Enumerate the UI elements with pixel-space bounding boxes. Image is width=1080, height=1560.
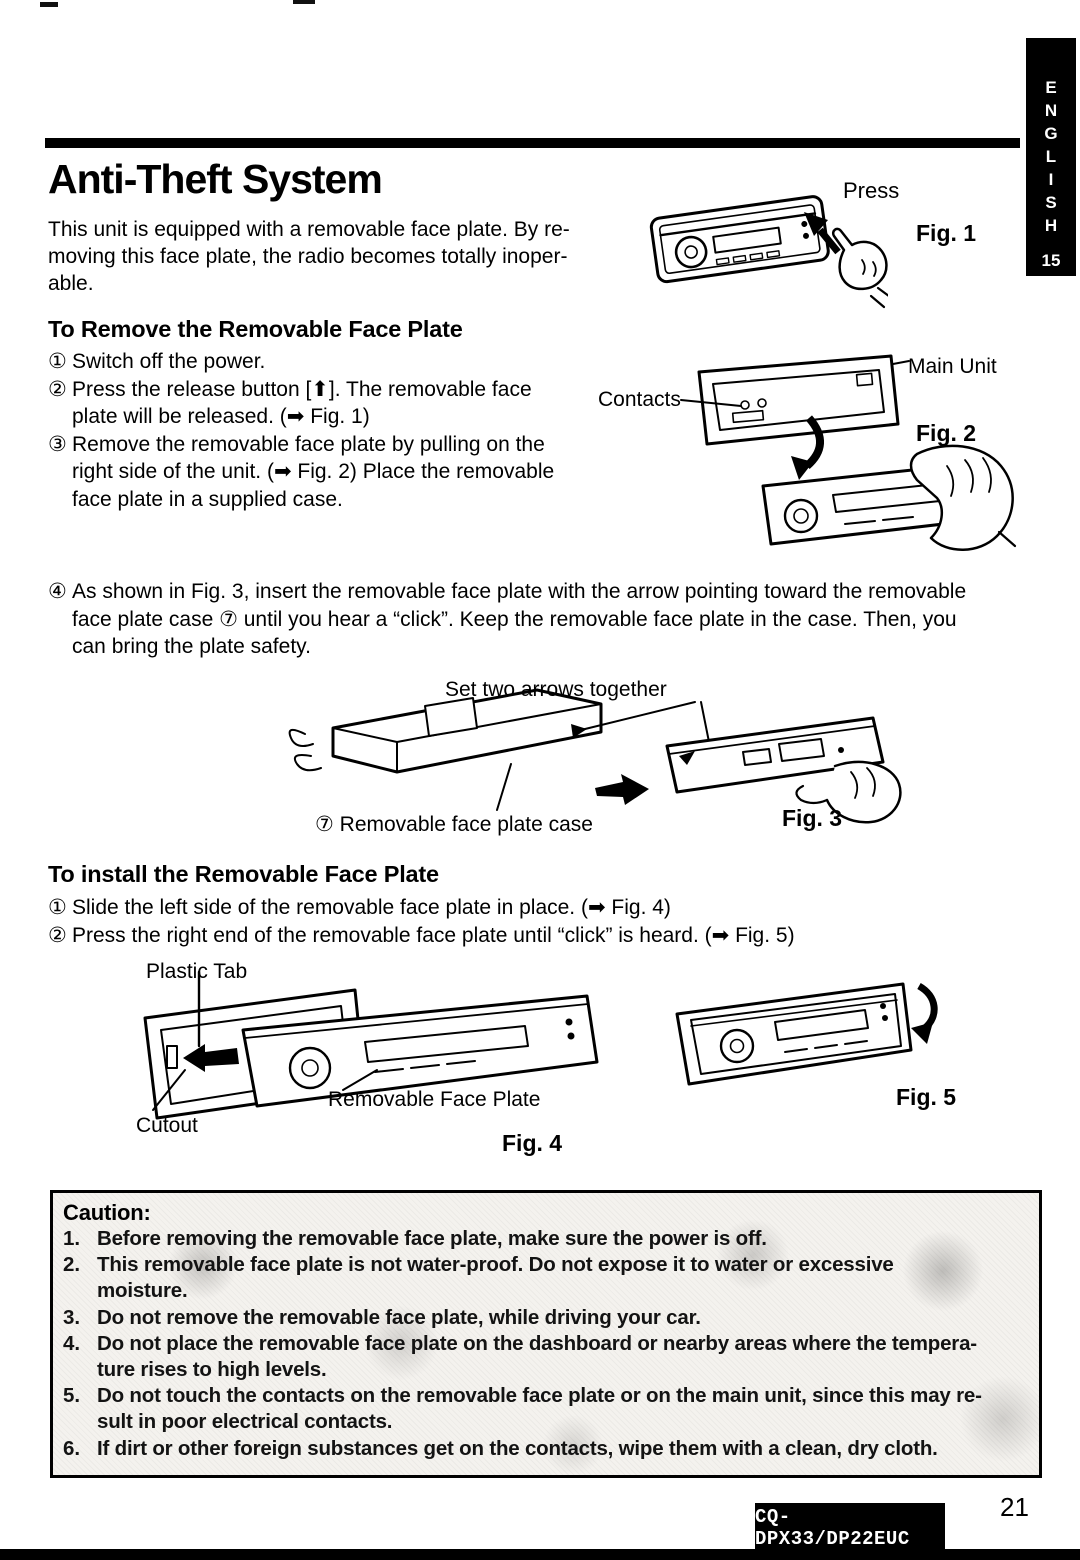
caution-number: 6. xyxy=(63,1436,81,1460)
install-section-steps: ① Slide the left side of the removable f… xyxy=(48,894,878,949)
list-item: 5. Do not touch the contacts on the remo… xyxy=(63,1383,1027,1435)
step-text: Switch off the power. xyxy=(72,350,266,373)
fig5-caption: Fig. 5 xyxy=(896,1084,957,1110)
step-text: Press the right end of the removable fac… xyxy=(72,923,795,947)
page-title: Anti-Theft System xyxy=(48,156,383,202)
fig3-caption: Fig. 3 xyxy=(782,805,843,831)
caution-text: Do not touch the contacts on the removab… xyxy=(97,1384,982,1434)
caution-number: 2. xyxy=(63,1253,81,1277)
scan-noise xyxy=(293,0,315,4)
caution-heading: Caution: xyxy=(63,1200,151,1225)
list-item: 1. Before removing the removable face pl… xyxy=(63,1226,1027,1252)
list-item: 4. Do not place the removable face plate… xyxy=(63,1331,1027,1383)
step-number: ① xyxy=(48,350,67,373)
language-letter: G xyxy=(1044,124,1058,143)
remove-section-steps: ① Switch off the power. ② Press the rele… xyxy=(48,348,610,513)
language-letter: L xyxy=(1045,147,1057,166)
list-item: ① Switch off the power. xyxy=(48,348,610,376)
language-letter: H xyxy=(1044,216,1058,235)
caution-text: If dirt or other foreign substances get … xyxy=(97,1436,938,1460)
fig1-press-label: Press xyxy=(843,178,900,203)
step-text: Slide the left side of the removable fac… xyxy=(72,896,671,919)
step-text: Remove the removable face plate by pulli… xyxy=(72,432,555,511)
fig2-contacts-label: Contacts xyxy=(598,388,681,411)
step-text: As shown in Fig. 3, insert the removable… xyxy=(72,580,967,658)
caution-number: 5. xyxy=(63,1384,81,1408)
language-tab-english: E N G L I S H 15 xyxy=(1026,38,1076,276)
fig3-case-insert-illustration xyxy=(288,688,902,824)
fig4-plastic-tab-label: Plastic Tab xyxy=(146,960,248,983)
model-number-box: CQ-DPX33/DP22EUC xyxy=(755,1503,945,1553)
fig2-caption: Fig. 2 xyxy=(916,420,977,446)
caution-text: Before removing the removable face plate… xyxy=(97,1227,767,1250)
list-item: ② Press the release button [⬆]. The remo… xyxy=(48,376,610,431)
page-number: 21 xyxy=(1000,1492,1029,1522)
language-tab-page-ref: 15 xyxy=(1041,251,1061,270)
fig4-face-plate-label: Removable Face Plate xyxy=(328,1088,541,1111)
language-letter: E xyxy=(1045,78,1057,97)
fig1-caption: Fig. 1 xyxy=(916,220,977,246)
list-item: 2. This removable face plate is not wate… xyxy=(63,1252,1027,1304)
scan-noise xyxy=(40,2,58,7)
list-item: ② Press the right end of the removable f… xyxy=(48,922,878,950)
fig2-remove-plate-illustration xyxy=(680,354,1017,551)
list-item: ① Slide the left side of the removable f… xyxy=(48,894,878,922)
step-number: ① xyxy=(48,896,67,919)
language-letter: N xyxy=(1044,101,1058,120)
fig3-arrows-label: Set two arrows together xyxy=(445,678,667,701)
language-letter: I xyxy=(1048,170,1054,189)
caution-box: Caution: 1. Before removing the removabl… xyxy=(50,1190,1042,1478)
remove-section-heading: To Remove the Removable Face Plate xyxy=(48,316,463,342)
step-number: ③ xyxy=(48,432,67,456)
install-section-heading: To install the Removable Face Plate xyxy=(48,861,439,887)
fig4-slide-left-illustration xyxy=(143,970,599,1120)
fig2-main-unit-label: Main Unit xyxy=(908,355,997,378)
caution-number: 1. xyxy=(63,1227,81,1250)
top-divider-rule xyxy=(45,138,1020,148)
list-item: 3. Do not remove the removable face plat… xyxy=(63,1305,1027,1331)
step-number: ② xyxy=(48,377,67,401)
fig1-stereo-press-illustration xyxy=(649,195,888,309)
list-item: ③ Remove the removable face plate by pul… xyxy=(48,431,610,514)
step-number: ④ xyxy=(48,580,67,603)
language-letter: S xyxy=(1045,193,1057,212)
caution-number: 3. xyxy=(63,1305,81,1329)
intro-paragraph: This unit is equipped with a removable f… xyxy=(48,218,570,295)
fig5-press-right-illustration xyxy=(675,982,938,1086)
bottom-edge-bar xyxy=(0,1549,1080,1560)
list-item: 6. If dirt or other foreign substances g… xyxy=(63,1436,1027,1462)
step-text: Press the release button [⬆]. The remova… xyxy=(72,377,532,429)
fig4-cutout-label: Cutout xyxy=(136,1114,198,1137)
caution-text: This removable face plate is not water-p… xyxy=(97,1253,894,1303)
caution-text: Do not remove the removable face plate, … xyxy=(97,1305,701,1329)
fig4-caption: Fig. 4 xyxy=(502,1130,563,1156)
model-number: CQ-DPX33/DP22EUC xyxy=(755,1506,910,1550)
caution-number: 4. xyxy=(63,1331,81,1355)
caution-text: Do not place the removable face plate on… xyxy=(97,1331,977,1382)
step-number: ② xyxy=(48,923,67,947)
remove-step-4: ④ As shown in Fig. 3, insert the removab… xyxy=(48,578,1053,661)
fig3-case-label: ⑦ Removable face plate case xyxy=(315,813,593,836)
